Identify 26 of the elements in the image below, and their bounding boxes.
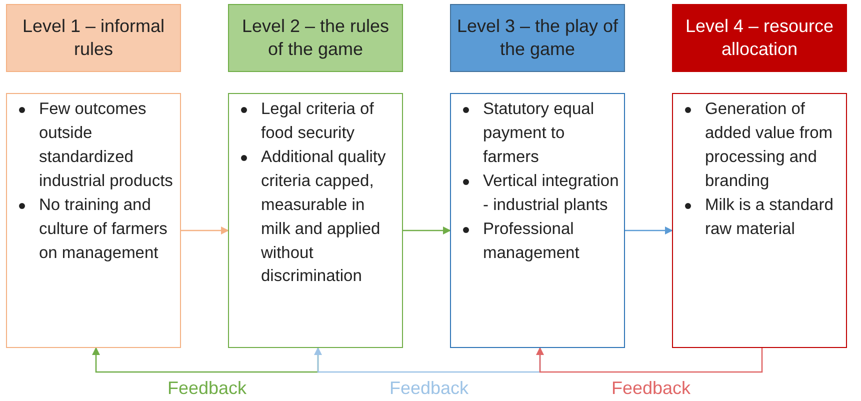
bullet-list-box (6, 93, 181, 348)
edge-label: Feedback (611, 378, 691, 399)
arrow (181, 226, 229, 234)
bullet-item: Milk is a standard raw material (705, 196, 834, 238)
arrow (625, 226, 673, 234)
arrow (403, 226, 451, 234)
bullet-item: Generation of added value from processing and branding (705, 100, 832, 190)
level-header: Level 2 – the rules of the game (228, 4, 403, 72)
level-header: Level 4 – resource allocation (672, 4, 847, 72)
bullet-list-box (228, 93, 403, 348)
arrow (92, 347, 319, 373)
bullet-item: No training and culture of farmers on management (39, 196, 168, 262)
bullet-list-box (450, 93, 625, 348)
edge-label: Feedback (389, 378, 469, 399)
bullet-item: Few outcomes outside standardized industrial products (39, 100, 173, 190)
arrow (314, 347, 541, 373)
bullet-list-box (672, 93, 847, 348)
bullet-item: Additional quality criteria capped, measurable in milk and applied without discrimination (261, 148, 386, 286)
bullet-item: Statutory equal payment to farmers (483, 100, 594, 166)
level-header: Level 1 – informal rules (6, 4, 181, 72)
level-header: Level 3 – the play of the game (450, 4, 625, 72)
edge-label: Feedback (167, 378, 247, 399)
bullet-item: Vertical integration - industrial plants (483, 172, 619, 214)
bullet-item: Legal criteria of food security (261, 100, 374, 142)
bullet-item: Professional management (483, 220, 580, 262)
arrow (536, 347, 763, 373)
